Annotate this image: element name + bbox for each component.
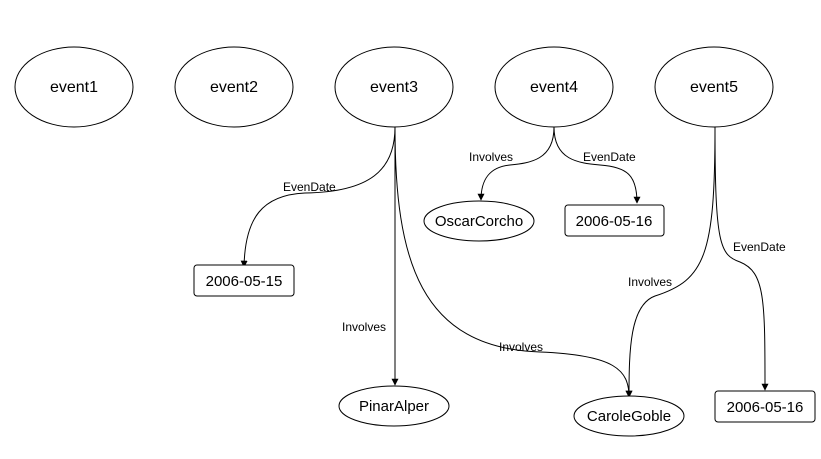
node-event5-shape bbox=[654, 46, 774, 128]
node-date-event4-shape bbox=[564, 204, 665, 237]
node-event5[interactable]: event5 bbox=[654, 46, 774, 128]
edge-label-event4-evendate: EvenDate bbox=[583, 150, 636, 164]
node-event2[interactable]: event2 bbox=[174, 46, 294, 128]
node-event2-label: event2 bbox=[210, 79, 258, 96]
edge-label-event5-involves-carole: Involves bbox=[628, 275, 672, 289]
edge-label-event5-evendate: EvenDate bbox=[733, 240, 786, 254]
node-carolegoble-shape bbox=[573, 395, 685, 437]
node-event4[interactable]: event4 bbox=[494, 46, 614, 128]
node-event3-shape bbox=[334, 46, 454, 128]
node-pinaralper[interactable]: PinarAlper bbox=[338, 385, 450, 427]
node-event1-label: event1 bbox=[50, 79, 98, 96]
node-oscarcorcho-label: OscarCorcho bbox=[435, 213, 523, 230]
node-event2-shape bbox=[174, 46, 294, 128]
node-date-event5[interactable]: 2006-05-16 bbox=[714, 390, 816, 423]
edge-label-event4-involves-oscar: Involves bbox=[469, 150, 513, 164]
edge-event5-evendate bbox=[714, 126, 769, 391]
node-event3[interactable]: event3 bbox=[334, 46, 454, 128]
edge-event3-involves-carole bbox=[394, 126, 633, 398]
edge-label-event3-involves-pinar: Involves bbox=[342, 320, 386, 334]
node-date-event4-label: 2006-05-16 bbox=[576, 213, 653, 230]
edge-labels: EvenDate Involves Involves Involves Even… bbox=[283, 150, 786, 354]
edge-label-event3-involves-carole: Involves bbox=[499, 340, 543, 354]
edge-event4-involves-oscar bbox=[477, 126, 555, 201]
node-event1-shape bbox=[14, 46, 134, 128]
edge-event3-evendate bbox=[240, 126, 396, 268]
node-event4-label: event4 bbox=[530, 79, 578, 96]
node-date-event4[interactable]: 2006-05-16 bbox=[564, 204, 665, 237]
node-date-event3-label: 2006-05-15 bbox=[206, 273, 283, 290]
node-carolegoble[interactable]: CaroleGoble bbox=[573, 395, 685, 437]
node-date-event3-shape bbox=[193, 264, 295, 297]
edges bbox=[240, 126, 769, 398]
node-date-event5-label: 2006-05-16 bbox=[727, 399, 804, 416]
node-oscarcorcho[interactable]: OscarCorcho bbox=[423, 200, 535, 242]
edge-event4-evendate bbox=[553, 126, 641, 204]
node-event3-label: event3 bbox=[370, 79, 418, 96]
node-event1[interactable]: event1 bbox=[14, 46, 134, 128]
edge-event5-involves-carole bbox=[625, 126, 716, 398]
node-carolegoble-label: CaroleGoble bbox=[587, 408, 671, 425]
node-date-event5-shape bbox=[714, 390, 816, 423]
node-pinaralper-shape bbox=[338, 385, 450, 427]
node-event5-label: event5 bbox=[690, 79, 738, 96]
edge-label-event3-evendate: EvenDate bbox=[283, 180, 336, 194]
node-date-event3[interactable]: 2006-05-15 bbox=[193, 264, 295, 297]
node-pinaralper-label: PinarAlper bbox=[359, 398, 429, 415]
node-oscarcorcho-shape bbox=[423, 200, 535, 242]
node-event4-shape bbox=[494, 46, 614, 128]
